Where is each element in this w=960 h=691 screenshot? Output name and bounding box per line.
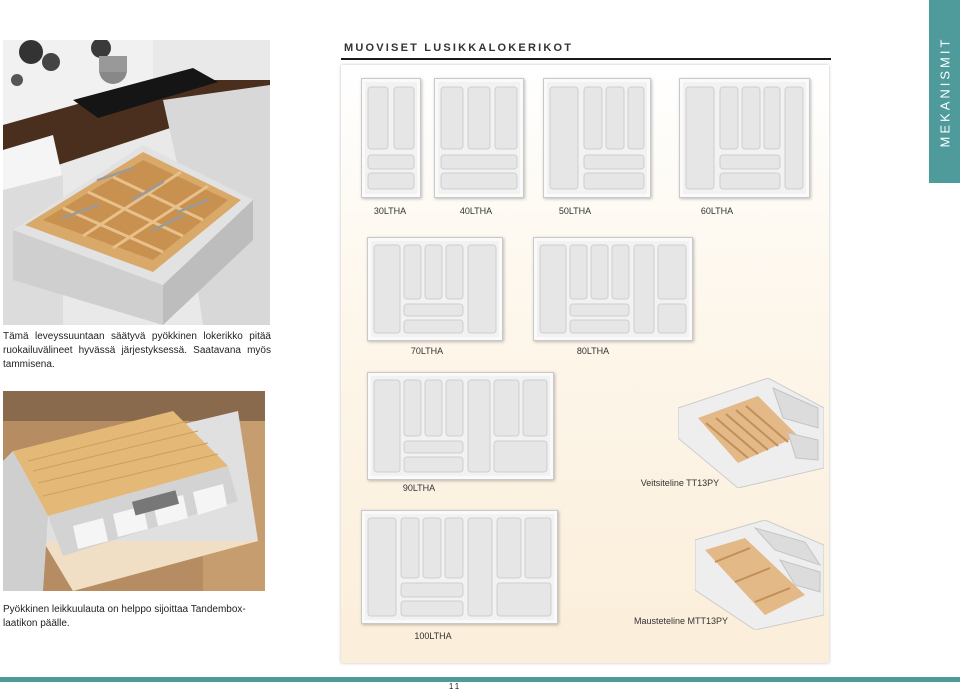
knife-holder-photo: [677, 377, 825, 489]
tray-80ltha: [533, 237, 693, 341]
tray-30ltha: [361, 78, 421, 198]
tray-60ltha: [679, 78, 810, 198]
label-60ltha: 60LTHA: [700, 206, 734, 216]
spice-rack-photo: [694, 519, 825, 631]
tray-50ltha: [543, 78, 651, 198]
section-title: MUOVISET LUSIKKALOKERIKOT: [344, 42, 574, 54]
tray-100ltha: [361, 510, 558, 624]
label-spice-rack: Mausteteline MTT13PY: [633, 616, 729, 626]
label-100ltha: 100LTHA: [414, 631, 452, 641]
tray-70ltha: [367, 237, 503, 341]
kitchen-drawer-photo: [3, 40, 270, 325]
tray-90ltha: [367, 372, 554, 480]
tray-40ltha: [434, 78, 524, 198]
footer-bar: [0, 677, 960, 682]
label-30ltha: 30LTHA: [373, 206, 407, 216]
cutting-board-photo: [3, 391, 265, 591]
label-knife-holder: Veitsiteline TT13PY: [640, 478, 720, 488]
section-tab: MEKANISMIT: [929, 0, 960, 183]
section-rule: [341, 58, 831, 60]
page-number: 11: [448, 682, 462, 691]
section-tab-label: MEKANISMIT: [937, 36, 952, 147]
label-80ltha: 80LTHA: [576, 346, 610, 356]
label-50ltha: 50LTHA: [558, 206, 592, 216]
bottom-photo-caption: Pyökkinen leikkuulauta on helppo sijoitt…: [3, 604, 246, 629]
label-70ltha: 70LTHA: [410, 346, 444, 356]
label-40ltha: 40LTHA: [459, 206, 493, 216]
label-90ltha: 90LTHA: [402, 483, 436, 493]
top-photo-caption: Tämä leveyssuuntaan säätyvä pyökkinen lo…: [3, 331, 271, 370]
